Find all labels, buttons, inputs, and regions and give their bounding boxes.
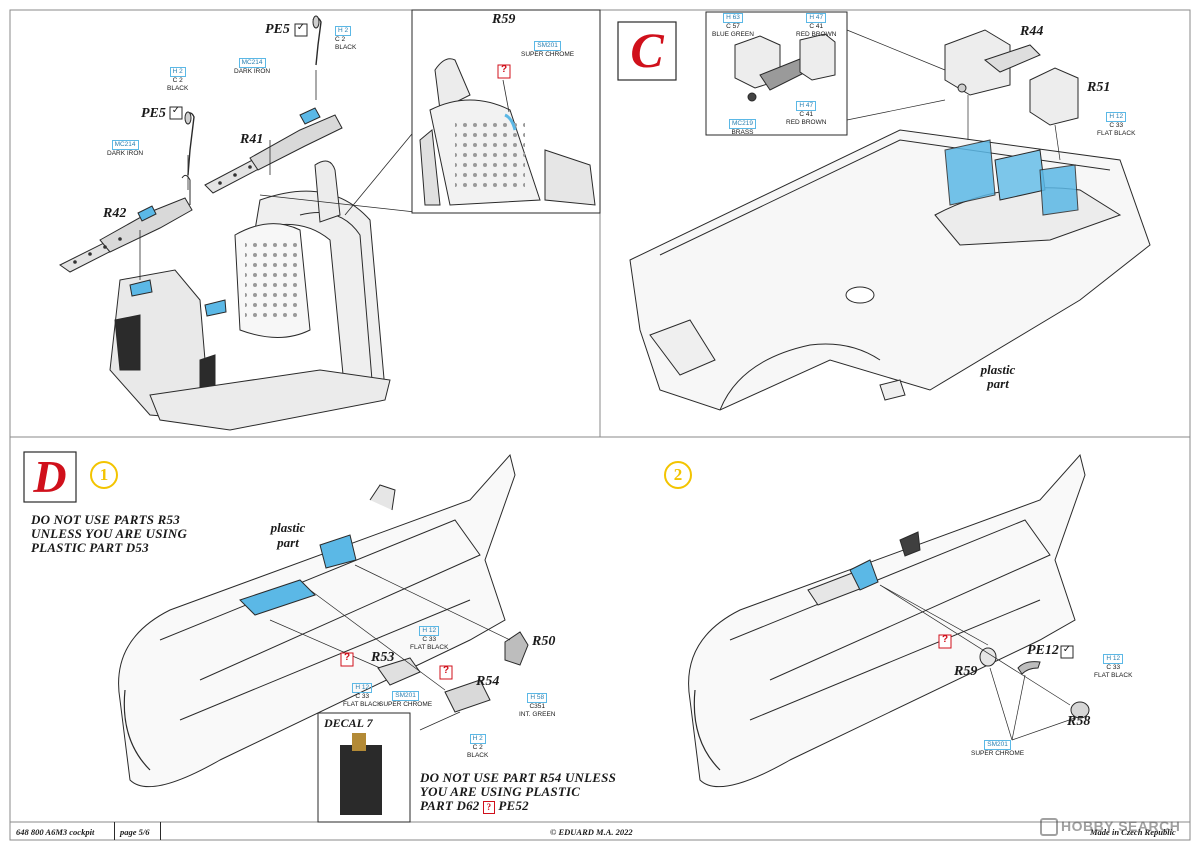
fuselage-side-2 — [688, 453, 1086, 788]
section-d-box — [23, 451, 77, 503]
part-r59-b — [979, 647, 997, 667]
section-c-box — [617, 21, 677, 81]
step1-circle — [90, 461, 118, 489]
panel-guns-seat — [59, 15, 441, 431]
step2-circle — [664, 461, 692, 489]
panel-d-step1 — [23, 451, 529, 823]
gun-r41 — [204, 107, 343, 194]
check-boxes — [169, 23, 1074, 659]
gun-r42 — [59, 174, 193, 273]
seat-detail-inset — [411, 9, 601, 214]
fuselage-side-1 — [118, 453, 516, 788]
part-r54 — [444, 679, 491, 713]
box-r44 — [944, 29, 1011, 96]
box-r51 — [1029, 67, 1079, 126]
part-r58 — [1070, 701, 1090, 719]
unknown-boxes — [340, 64, 952, 680]
panel-d-step2 — [688, 453, 1090, 788]
part-r53 — [377, 657, 421, 686]
panel-c — [617, 11, 1151, 411]
part-r50 — [504, 631, 529, 666]
headrest — [314, 160, 341, 223]
part-pe12 — [1017, 661, 1041, 675]
floor-base — [149, 369, 391, 431]
